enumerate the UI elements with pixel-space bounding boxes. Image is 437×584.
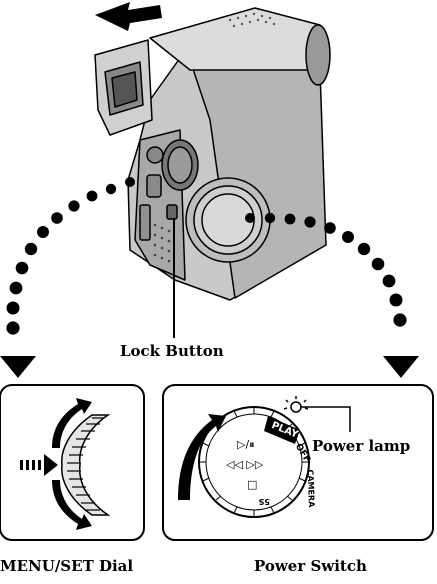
motion-arrow-icon xyxy=(95,2,162,31)
power-lamp-label: Power lamp xyxy=(312,437,410,455)
switch-mark-stop: □ xyxy=(247,478,257,491)
power-switch-detail-panel xyxy=(163,385,433,540)
arrowhead-right xyxy=(383,356,419,378)
camcorder-illustration xyxy=(95,8,330,300)
menu-dial-detail-panel xyxy=(0,385,144,540)
power-switch-label: Power Switch xyxy=(254,557,367,575)
switch-mark-5s: 5S xyxy=(258,497,270,506)
lock-button-label: Lock Button xyxy=(120,342,224,360)
arrowhead-left xyxy=(0,356,36,378)
switch-mark-rew-ff: ◁◁ ▷▷ xyxy=(226,458,264,471)
dotted-arc-left xyxy=(6,177,135,335)
switch-mark-camera: CAMERA xyxy=(306,469,316,508)
menu-set-dial-label: MENU/SET Dial xyxy=(0,557,133,575)
switch-mark-play-pause: ▷/⏸ xyxy=(237,438,255,451)
